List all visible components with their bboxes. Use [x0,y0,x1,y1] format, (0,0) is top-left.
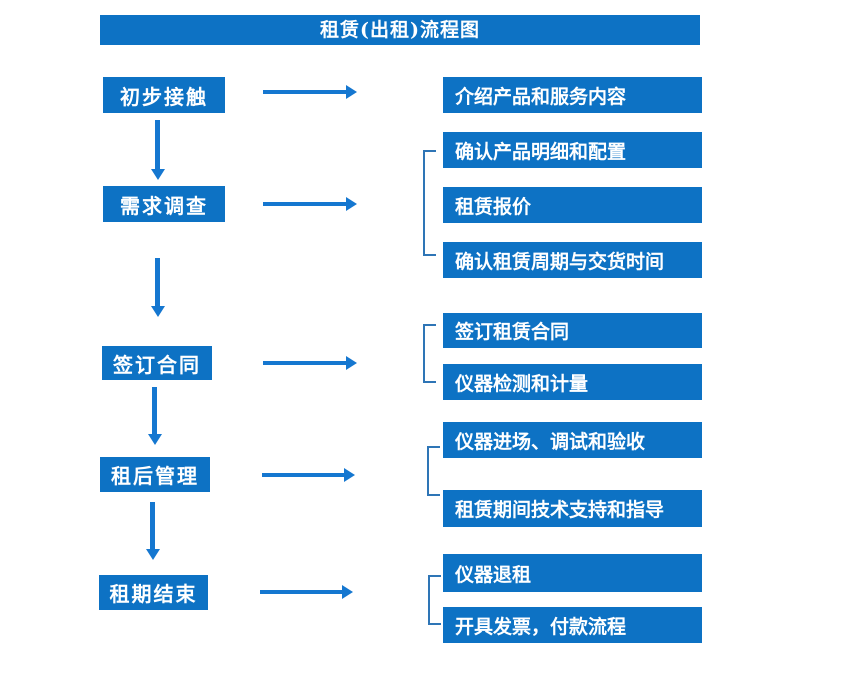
arrow-head-icon [145,549,160,560]
arrow-down-icon-2 [150,258,165,317]
arrow-head-icon [346,356,357,370]
output-box-instrument-testing: 仪器检测和计量 [443,364,702,400]
output-box-introduce-products: 介绍产品和服务内容 [443,77,702,113]
flowchart-title: 租赁(出租)流程图 [100,15,700,45]
group-bracket-rental-end [428,575,441,625]
arrow-down-icon-1 [150,120,165,180]
arrow-down-icon-4 [145,502,160,560]
arrow-head-icon [344,468,355,482]
arrow-head-icon [147,434,162,445]
group-bracket-demand-survey [423,150,436,256]
output-box-sign-rental-contract: 签订租赁合同 [443,313,702,348]
arrow-head-icon [342,585,353,599]
arrow-right-icon-3 [263,356,357,370]
arrow-right-icon-4 [262,468,355,482]
arrow-head-icon [346,197,357,211]
stage-box-initial-contact: 初步接触 [103,77,225,113]
output-box-invoice-payment: 开具发票，付款流程 [443,607,702,643]
output-box-rental-quotation: 租赁报价 [443,187,702,223]
group-bracket-post-rental [427,446,440,496]
arrow-right-icon-2 [263,197,357,211]
output-box-confirm-rental-period: 确认租赁周期与交货时间 [443,242,702,278]
output-box-instrument-setup: 仪器进场、调试和验收 [443,422,702,458]
arrow-right-icon-1 [263,85,357,99]
output-box-instrument-return: 仪器退租 [443,554,702,592]
arrow-down-icon-3 [147,387,162,445]
output-box-technical-support: 租赁期间技术支持和指导 [443,490,702,527]
stage-box-sign-contract: 签订合同 [102,346,212,380]
group-bracket-sign-contract [423,324,436,383]
output-box-confirm-product-details: 确认产品明细和配置 [443,132,702,168]
stage-box-rental-end: 租期结束 [99,575,208,610]
arrow-right-icon-5 [260,585,353,599]
arrow-head-icon [150,306,165,317]
stage-box-demand-survey: 需求调查 [103,186,225,222]
stage-box-post-rental-management: 租后管理 [100,457,210,492]
arrow-head-icon [346,85,357,99]
arrow-head-icon [150,169,165,180]
